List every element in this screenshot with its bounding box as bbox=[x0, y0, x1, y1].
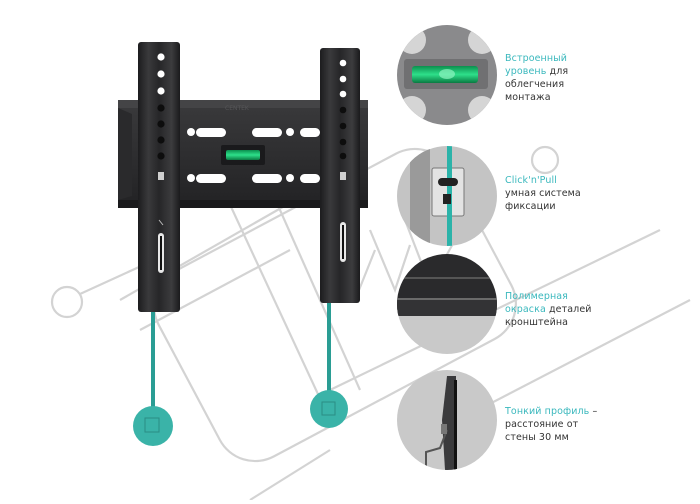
spirit-level-inset bbox=[397, 25, 497, 125]
feature-highlight: Полимерная bbox=[505, 291, 568, 302]
feature-highlight: окраска bbox=[505, 304, 546, 315]
polymer-coating-inset bbox=[397, 254, 497, 354]
feature-highlight: Click'n'Pull bbox=[505, 175, 557, 186]
feature-text: фиксации bbox=[505, 201, 556, 212]
feature-text: для bbox=[546, 66, 569, 77]
left-rail bbox=[138, 42, 180, 312]
thin-profile-inset bbox=[397, 370, 497, 470]
feature-highlight: Встроенный bbox=[505, 53, 568, 64]
feature-highlight: уровень bbox=[505, 66, 547, 77]
feature-text: стены 30 мм bbox=[505, 432, 569, 443]
feature-click-n-pull: Click'n'Pull умная система фиксации bbox=[505, 174, 581, 213]
pull-strap-right[interactable] bbox=[310, 303, 348, 428]
feature-text: деталей bbox=[545, 304, 592, 315]
feature-text: расстояние от bbox=[505, 419, 579, 430]
feature-polymer-coating: Полимерная окраска деталей кронштейна bbox=[505, 290, 592, 329]
spirit-level bbox=[221, 145, 265, 165]
feature-text: – bbox=[589, 406, 598, 417]
pull-strap-left[interactable] bbox=[133, 312, 173, 446]
click-n-pull-inset bbox=[397, 146, 497, 246]
feature-text: кронштейна bbox=[505, 317, 569, 328]
feature-text: облегчения bbox=[505, 79, 565, 90]
feature-text: умная система bbox=[505, 188, 581, 199]
feature-spirit-level: Встроенный уровень для облегчения монтаж… bbox=[505, 52, 568, 104]
feature-thin-profile: Тонкий профиль – расстояние от стены 30 … bbox=[505, 405, 597, 444]
right-rail bbox=[320, 48, 360, 303]
feature-text: монтажа bbox=[505, 92, 551, 103]
brand-emboss: CENTEK bbox=[225, 105, 250, 112]
feature-highlight: Тонкий профиль bbox=[505, 406, 590, 417]
